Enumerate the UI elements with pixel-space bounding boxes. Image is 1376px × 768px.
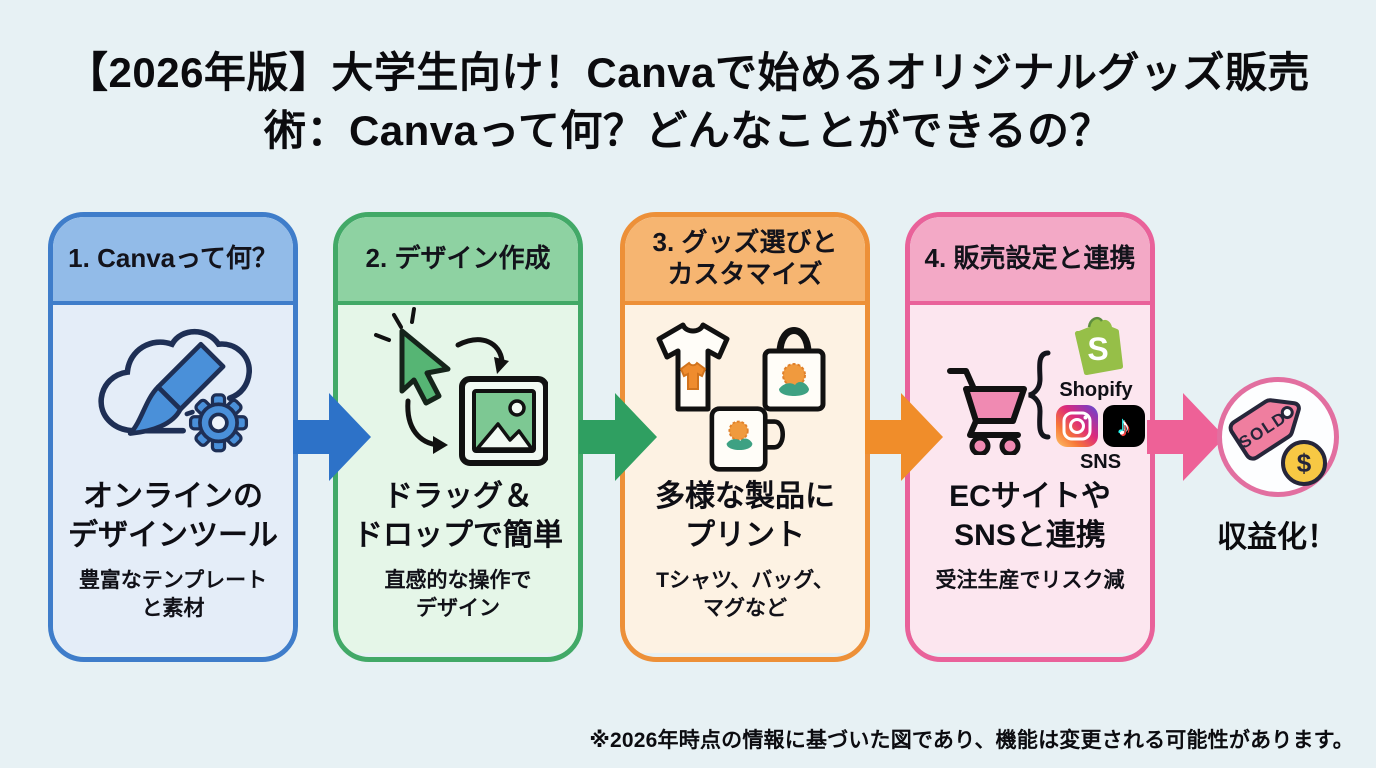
cursor-icon [399,328,451,406]
step-1-sub-text: 豊富なテンプレート と素材 [53,567,293,622]
instagram-icon [1056,405,1098,447]
step-1-body: オンラインの デザインツール 豊富なテンプレート と素材 [53,305,293,653]
step-2-sub-line1: 直感的な操作で [384,569,532,592]
step-4-body: S Shopify ♪ SNS ECサイトや SNSと連携 [910,305,1150,653]
step-2-header-line1: 2. デザイン作成 [365,243,551,274]
disclaimer-footnote: ※2026年時点の情報に基づいた図であり、機能は変更される可能性があります。 [589,729,1354,752]
sns-label: SNS [1079,451,1122,473]
step-3-body: 多様な製品に プリント Tシャツ、バッグ、 マグなど [625,305,865,653]
image-icon [459,376,548,466]
tiktok-icon: ♪ [1103,405,1145,447]
step-3-sub-line2: マグなど [703,596,787,620]
step-4-main-line1: ECサイトや [949,480,1111,513]
step-2-header: 2. デザイン作成 [338,217,578,305]
step-1-header: 1. Canvaって何？ [53,217,293,305]
drag-drop-cursor-image-icon [374,307,548,466]
totebag-icon [762,327,826,412]
step-2-sub-line2: デザイン [416,596,500,620]
monetization-label: 収益化！ [1217,521,1337,554]
step-4-main-line2: SNSと連携 [954,519,1106,552]
step-1-main-text: オンラインの デザインツール [53,477,293,555]
step-1-main-line2: デザインツール [68,519,278,552]
step-2-body: ドラッグ＆ ドロップで簡単 直感的な操作で デザイン [338,305,578,653]
step-2-sub-text: 直感的な操作で デザイン [338,567,578,622]
step-3-icon-zone [625,305,865,477]
tshirt-icon [656,322,730,412]
mug-icon [709,406,786,472]
step-1-sub-line1: 豊富なテンプレート [78,569,268,592]
coin-symbol: $ [1297,448,1312,478]
step-3-main-line1: 多様な製品に [655,480,835,513]
step-card-3: 3. グッズ選びと カスタマイズ [620,212,870,662]
flow-arrow-2 [579,393,657,481]
step-2-main-line2: ドロップで簡単 [353,519,563,552]
step-3-sub-text: Tシャツ、バッグ、 マグなど [625,567,865,622]
flow-arrow-1 [293,393,371,481]
step-1-sub-line2: と素材 [141,596,205,620]
shopping-cart-icon [947,368,1027,455]
step-3-header: 3. グッズ選びと カスタマイズ [625,217,865,305]
gear-icon [188,393,249,453]
shopify-letter: S [1087,331,1108,367]
sold-tag-coin-icon: SOLD $ [1228,398,1327,486]
step-2-icon-zone [338,305,578,477]
step-card-2: 2. デザイン作成 [333,212,583,662]
page-title-line2: 術：Canvaって何？どんなことができるの？ [263,106,1113,154]
step-4-sub-line1: 受注生産でリスク減 [935,569,1125,592]
page-title: 【2026年版】大学生向け！Canvaで始めるオリジナルグッズ販売 術：Canv… [0,44,1376,160]
step-4-header-line1: 4. 販売設定と連携 [924,243,1136,274]
curly-brace-icon [1028,350,1051,440]
flow-arrow-4 [1147,393,1225,481]
step-1-header-line1: 1. Canvaって何？ [68,243,278,274]
step-1-main-line1: オンラインの [83,480,263,513]
cloud-brush-gear-icon [98,329,252,453]
step-2-main-line1: ドラッグ＆ [383,480,533,513]
monetization-badge: SOLD $ [1217,377,1339,497]
step-2-main-text: ドラッグ＆ ドロップで簡単 [338,477,578,555]
step-3-header-line1: 3. グッズ選びと [652,227,838,258]
sold-price-tag-icon: SOLD [1228,398,1301,461]
step-4-sub-text: 受注生産でリスク減 [910,567,1150,595]
step-1-icon-zone [53,305,293,477]
click-spark-icon [374,307,416,342]
shopify-label: Shopify [1059,379,1133,401]
step-3-main-line2: プリント [685,519,805,552]
step-3-sub-line1: Tシャツ、バッグ、 [656,569,834,592]
shopify-icon: S [1074,316,1124,376]
step-4-header: 4. 販売設定と連携 [910,217,1150,305]
tiktok-note-glyph: ♪ [1117,411,1131,441]
instagram-camera-glyph [1062,411,1092,441]
step-card-1: 1. Canvaって何？ [48,212,298,662]
dollar-coin-icon: $ [1281,440,1327,486]
flow-arrow-3 [865,393,943,481]
step-4-main-text: ECサイトや SNSと連携 [910,477,1150,555]
step-3-header-line2: カスタマイズ [667,259,823,289]
page-title-line1: 【2026年版】大学生向け！Canvaで始めるオリジナルグッズ販売 [66,49,1310,96]
step-3-main-text: 多様な製品に プリント [625,477,865,555]
step-4-icon-zone: S Shopify ♪ SNS [910,305,1150,477]
